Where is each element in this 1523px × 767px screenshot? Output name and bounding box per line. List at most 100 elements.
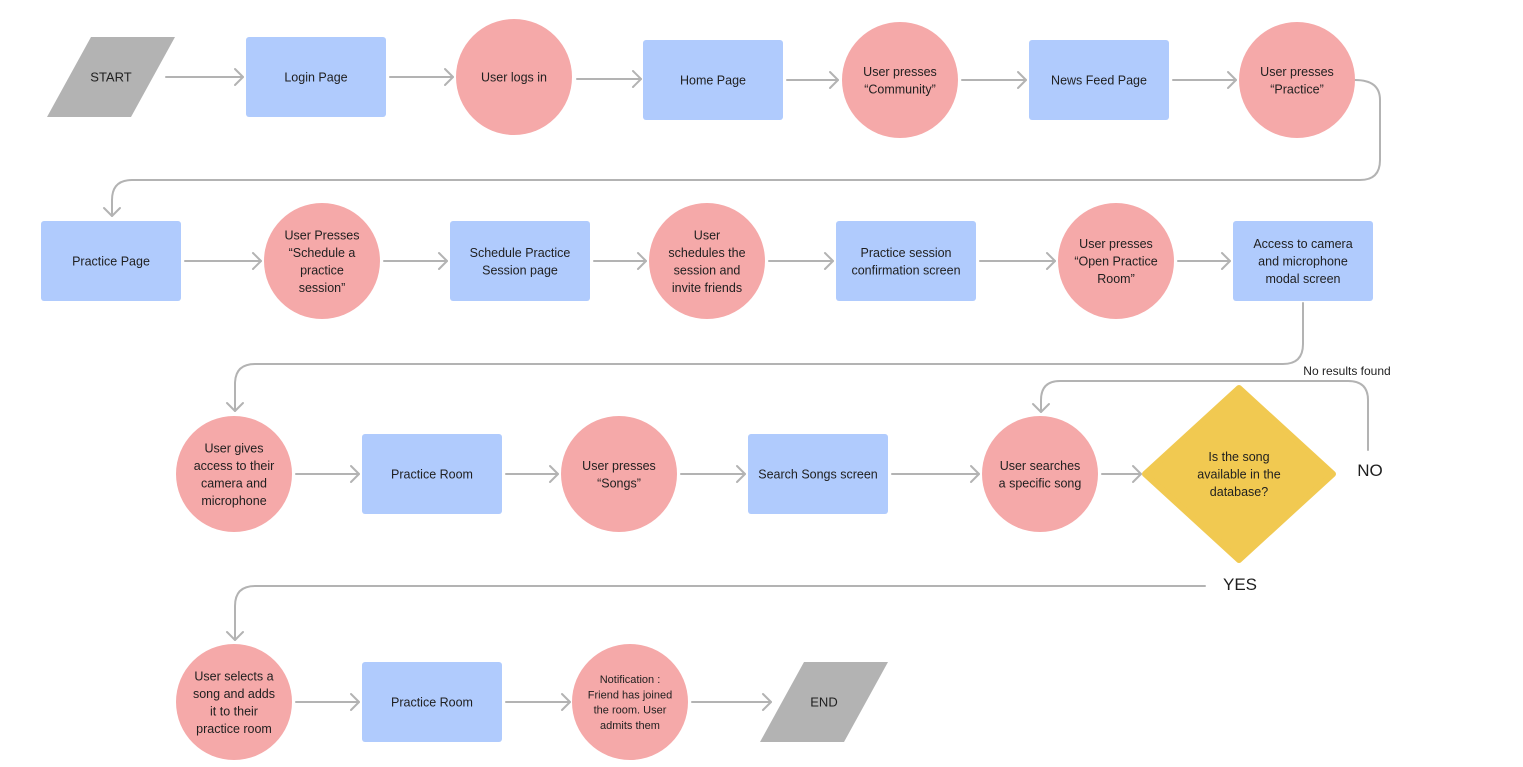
screen-box [362, 434, 502, 514]
action-circle [561, 416, 677, 532]
screen-box [748, 434, 888, 514]
arrow [1177, 252, 1231, 270]
wrap-arrow-row2-row3 [226, 302, 1304, 412]
action-circle [572, 644, 688, 760]
action-circle [264, 203, 380, 319]
yes-branch-label: YES [1223, 575, 1257, 594]
arrow [593, 252, 647, 270]
node-practice-page: Practice Page [41, 221, 181, 301]
arrow [786, 71, 839, 89]
node-press-songs: User presses“Songs” [561, 416, 677, 532]
node-label: START [90, 70, 131, 85]
action-circle [842, 22, 958, 138]
arrow [961, 71, 1027, 89]
no-results-found-label: No results found [1303, 364, 1390, 378]
connectors [103, 68, 1381, 711]
arrow [680, 465, 746, 483]
node-press-community: User presses“Community” [842, 22, 958, 138]
arrow [505, 465, 559, 483]
arrow [184, 252, 262, 270]
no-branch-label: NO [1357, 461, 1383, 480]
action-circle [456, 19, 572, 135]
arrow [389, 68, 454, 86]
arrow [165, 68, 244, 86]
arrow [768, 252, 834, 270]
arrow [295, 693, 360, 711]
action-circle [176, 416, 292, 532]
node-label: User presses“Practice” [1260, 65, 1334, 97]
decision-diamond [1142, 385, 1336, 563]
node-label: Practice Page [72, 255, 150, 269]
node-label: User presses“Community” [863, 65, 937, 97]
arrow [1101, 465, 1142, 483]
screen-box [246, 37, 386, 117]
screen-box [836, 221, 976, 301]
arrow [505, 693, 571, 711]
screen-box [1233, 221, 1373, 301]
node-practice-room-2: Practice Room [362, 662, 502, 742]
arrow [691, 693, 772, 711]
node-login-page: Login Page [246, 37, 386, 117]
action-circle [176, 644, 292, 760]
node-label: Login Page [284, 71, 347, 85]
arrow [979, 252, 1056, 270]
node-search-songs-screen: Search Songs screen [748, 434, 888, 514]
wrap-arrow-row1-row2 [103, 79, 1381, 217]
arrow [576, 70, 642, 88]
node-label: User presses“Songs” [582, 459, 656, 491]
branch-labels: No results found NO YES [1223, 364, 1391, 594]
arrow [1172, 71, 1237, 89]
screen-box [41, 221, 181, 301]
node-label: Home Page [680, 74, 746, 88]
node-label: News Feed Page [1051, 74, 1147, 88]
action-circle [1058, 203, 1174, 319]
node-news-feed-page: News Feed Page [1029, 40, 1169, 120]
action-circle [1239, 22, 1355, 138]
screen-box [1029, 40, 1169, 120]
screen-box [643, 40, 783, 120]
node-press-practice: User presses“Practice” [1239, 22, 1355, 138]
node-practice-room-1: Practice Room [362, 434, 502, 514]
node-label: Practice Room [391, 468, 473, 482]
arrow [383, 252, 448, 270]
terminal-shape [760, 662, 888, 742]
screen-box [450, 221, 590, 301]
arrow [891, 465, 980, 483]
node-label: Search Songs screen [758, 468, 878, 482]
node-label: User logs in [481, 71, 547, 85]
terminal-shape [47, 37, 175, 117]
node-label: END [810, 695, 837, 710]
node-start: START [47, 37, 175, 117]
node-end: END [760, 662, 888, 742]
arrow [295, 465, 360, 483]
action-circle [649, 203, 765, 319]
node-home-page: Home Page [643, 40, 783, 120]
yes-arrow [226, 585, 1206, 641]
no-loop-arrow [1032, 380, 1369, 451]
node-user-logs-in: User logs in [456, 19, 572, 135]
